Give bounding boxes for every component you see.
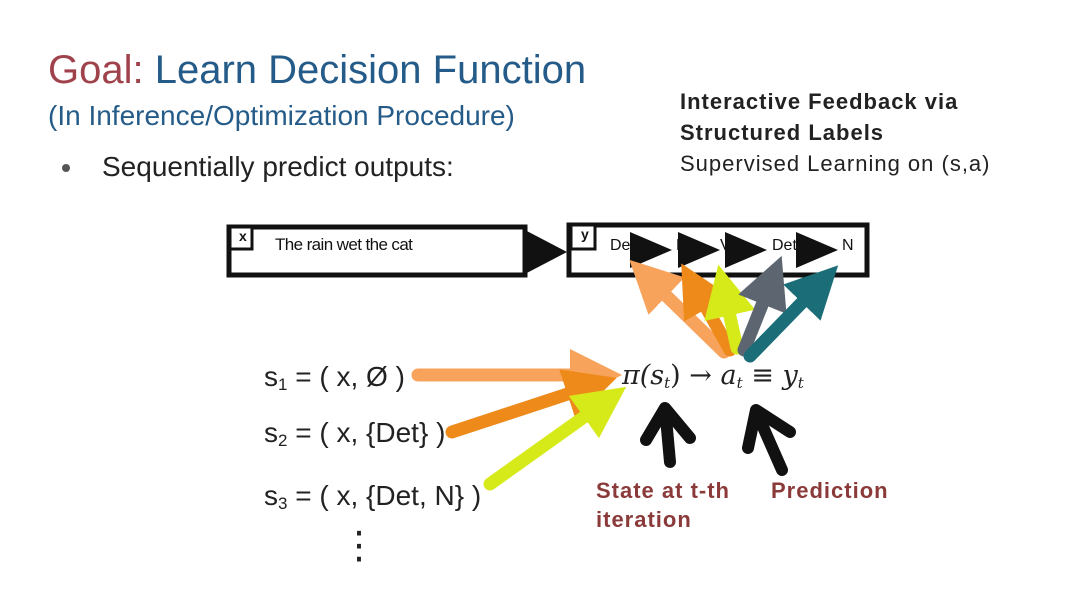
- connector-arrow-icon: [523, 229, 567, 275]
- sidenote-line-1: Interactive Feedback via: [680, 89, 959, 114]
- step-arrow-1-icon: [630, 232, 672, 268]
- bullet-dot-icon: [62, 164, 70, 172]
- step-arrow-2-icon: [678, 232, 720, 268]
- prediction-pointer-arrow-icon: [742, 404, 796, 476]
- sidenote: Interactive Feedback via Structured Labe…: [680, 86, 991, 179]
- state-annotation-line-2: iteration: [596, 507, 692, 532]
- state-2-label: s2 = ( x, {Det} ): [264, 417, 445, 450]
- sidenote-line-3: Supervised Learning on (s,a): [680, 151, 991, 176]
- state-3-label: s3 = ( x, {Det, N} ): [264, 480, 481, 513]
- output-token-5: N: [842, 237, 854, 254]
- step-arrow-4-icon: [796, 232, 838, 268]
- state-pointer-arrow-icon: [640, 402, 696, 468]
- sidenote-line-2: Structured Labels: [680, 120, 885, 145]
- step-arrow-3-icon: [725, 232, 767, 268]
- title-goal-prefix: Goal:: [48, 48, 144, 92]
- prediction-arrow-det2-icon: [737, 255, 787, 357]
- output-token-4: Det: [772, 237, 797, 254]
- state-2-arrow-icon: [445, 369, 617, 439]
- state-1-label: s1 = ( x, Ø ): [264, 361, 405, 394]
- state-annotation-line-1: State at t-th: [596, 478, 730, 503]
- input-sentence: The rain wet the cat: [275, 235, 413, 254]
- output-token-1: Det: [610, 237, 635, 254]
- prediction-arrow-n2-icon: [743, 265, 839, 363]
- prediction-arrow-v-icon: [704, 264, 756, 355]
- policy-formula: π(st) → at ≡ yt: [621, 360, 805, 392]
- ellipsis-icon: ⋮: [340, 525, 378, 567]
- input-box: x The rain wet the cat: [226, 224, 528, 278]
- prediction-annotation: Prediction: [771, 478, 889, 503]
- state-3-arrow-icon: [483, 386, 627, 491]
- bullet-text: Sequentially predict outputs:: [102, 151, 454, 182]
- slide-subtitle: (In Inference/Optimization Procedure): [48, 100, 515, 131]
- slide-title: Goal: Learn Decision Function: [48, 46, 586, 94]
- title-main: Learn Decision Function: [143, 48, 587, 92]
- output-box: y Det N V Det N: [566, 222, 870, 278]
- input-box-tag: x: [239, 228, 247, 244]
- output-box-tag: y: [581, 226, 589, 242]
